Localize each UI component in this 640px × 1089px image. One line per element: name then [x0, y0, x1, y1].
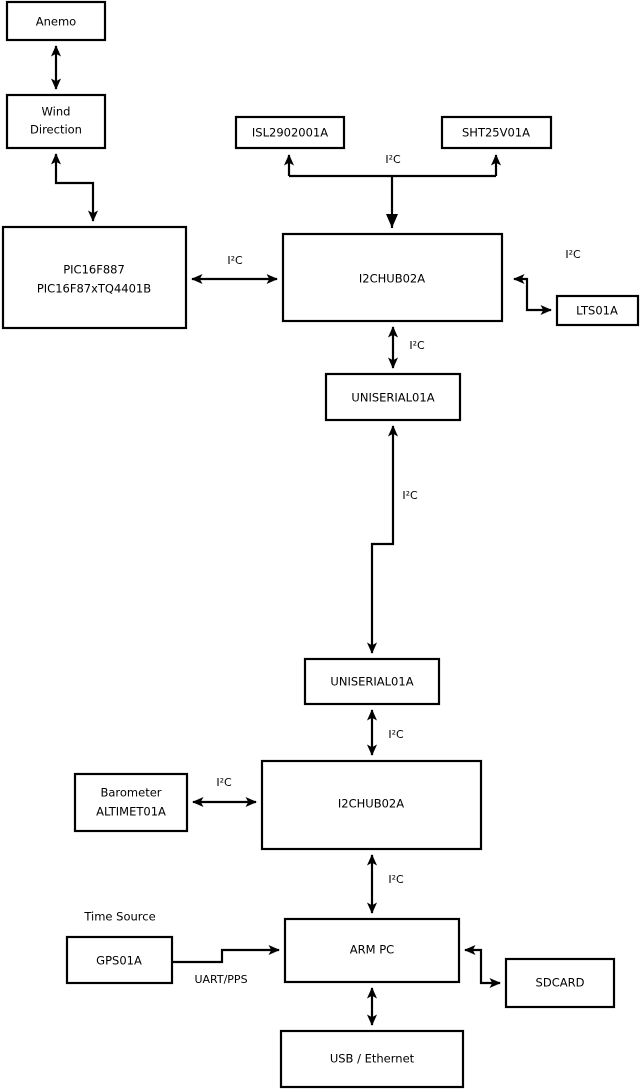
node-uniserial01a-bottom[interactable]: UNISERIAL01A: [303, 657, 441, 706]
node-label-sdcard: SDCARD: [536, 976, 585, 990]
edge-uniserialbot-hubbot: I²C: [366, 709, 404, 756]
node-pic[interactable]: PIC16F887 PIC16F87xTQ4401B: [1, 225, 188, 330]
node-label-wind-direction-line1: Wind: [42, 105, 71, 119]
edge-label-hubtop-uniserialtop: I²C: [409, 339, 425, 352]
node-label-wind-direction-line2: Direction: [30, 123, 82, 137]
edge-line-gps-armpc: [172, 944, 280, 964]
node-label-barometer-line1: Barometer: [100, 786, 161, 800]
node-uniserial01a-top[interactable]: UNISERIAL01A: [324, 372, 462, 422]
node-box-i2chub02a-top[interactable]: [281, 232, 504, 323]
edge-line-armpc-sdcard: [464, 944, 501, 989]
edge-pic-hubtop: I²C: [191, 254, 278, 285]
edge-label-barometer-hubbot: I²C: [216, 776, 232, 789]
node-box-uniserial01a-bottom[interactable]: [303, 657, 441, 706]
node-label-barometer-line2: ALTIMET01A: [96, 805, 166, 819]
node-label-pic-line1: PIC16F887: [63, 263, 125, 277]
edge-label-gps-armpc: UART/PPS: [194, 973, 247, 986]
edge-barometer-hubbot: I²C: [192, 776, 257, 808]
edge-line-hubtop-lts: [513, 273, 552, 316]
edge-label-uniserialbot-hubbot: I²C: [388, 728, 404, 741]
node-label-pic-line2: PIC16F87xTQ4401B: [37, 282, 151, 296]
free-labels-layer: Time Source: [83, 910, 155, 924]
node-box-arm-pc[interactable]: [283, 917, 461, 984]
node-box-barometer[interactable]: [73, 772, 189, 833]
edge-label-hubtop-lts: I²C: [565, 248, 581, 261]
node-label-sht25v01a: SHT25V01A: [462, 126, 530, 140]
edge-hubtop-sensors: I²C: [283, 153, 502, 228]
edge-hubtop-lts: I²C: [513, 248, 581, 316]
node-label-i2chub02a-top: I2CHUB02A: [359, 272, 425, 286]
edge-line-uniserial-link: [366, 425, 399, 654]
edge-uniserial-link: I²C: [366, 425, 418, 654]
node-arm-pc[interactable]: ARM PC: [283, 917, 461, 984]
edge-armpc-sdcard: [464, 944, 501, 989]
node-wind-direction[interactable]: Wind Direction: [5, 93, 107, 150]
edge-hubbot-armpc: I²C: [366, 854, 404, 914]
node-box-sdcard[interactable]: [504, 957, 616, 1009]
node-label-gps01a: GPS01A: [96, 954, 142, 968]
edge-label-hubbot-armpc: I²C: [388, 873, 404, 886]
arrowhead-hubtop-down: [386, 214, 398, 228]
node-label-arm-pc: ARM PC: [350, 943, 394, 957]
node-box-anemo[interactable]: [5, 0, 107, 42]
node-i2chub02a-top[interactable]: I2CHUB02A: [281, 232, 504, 323]
node-box-i2chub02a-bottom[interactable]: [260, 759, 483, 851]
label-time-source: Time Source: [83, 910, 155, 924]
node-label-i2chub02a-bottom: I2CHUB02A: [338, 797, 404, 811]
node-gps01a[interactable]: GPS01A: [65, 935, 174, 985]
node-isl2902001a[interactable]: ISL2902001A: [234, 115, 346, 150]
node-label-anemo: Anemo: [36, 15, 76, 29]
edge-line-wind-pic: [50, 153, 99, 222]
node-box-usb-ethernet[interactable]: [279, 1029, 465, 1089]
node-label-uniserial01a-bottom: UNISERIAL01A: [330, 675, 413, 689]
edge-hubtop-uniserialtop: I²C: [387, 326, 425, 369]
node-box-uniserial01a-top[interactable]: [324, 372, 462, 422]
node-sht25v01a[interactable]: SHT25V01A: [440, 115, 553, 150]
node-box-sht25v01a[interactable]: [440, 115, 553, 150]
node-box-lts01a[interactable]: [555, 294, 640, 327]
node-i2chub02a-bottom[interactable]: I2CHUB02A: [260, 759, 483, 851]
node-barometer[interactable]: Barometer ALTIMET01A: [73, 772, 189, 833]
edge-wind-pic: [50, 153, 99, 222]
edges-layer: I²C I²C I²C I²C: [50, 45, 581, 1026]
edge-label-uniserial-link: I²C: [402, 489, 418, 502]
node-box-gps01a[interactable]: [65, 935, 174, 985]
node-box-pic[interactable]: [1, 225, 188, 330]
node-label-uniserial01a-top: UNISERIAL01A: [351, 391, 434, 405]
edge-gps-armpc: UART/PPS: [172, 944, 280, 986]
node-label-usb-ethernet: USB / Ethernet: [330, 1052, 415, 1066]
edge-label-pic-hubtop: I²C: [227, 254, 243, 267]
edge-label-hubtop-sensors: I²C: [385, 153, 401, 166]
node-label-lts01a: LTS01A: [576, 304, 618, 318]
node-box-wind-direction[interactable]: [5, 93, 107, 150]
node-usb-ethernet[interactable]: USB / Ethernet: [279, 1029, 465, 1089]
node-lts01a[interactable]: LTS01A: [555, 294, 640, 327]
node-sdcard[interactable]: SDCARD: [504, 957, 616, 1009]
node-label-isl2902001a: ISL2902001A: [252, 126, 328, 140]
node-box-isl2902001a[interactable]: [234, 115, 346, 150]
node-anemo[interactable]: Anemo: [5, 0, 107, 42]
